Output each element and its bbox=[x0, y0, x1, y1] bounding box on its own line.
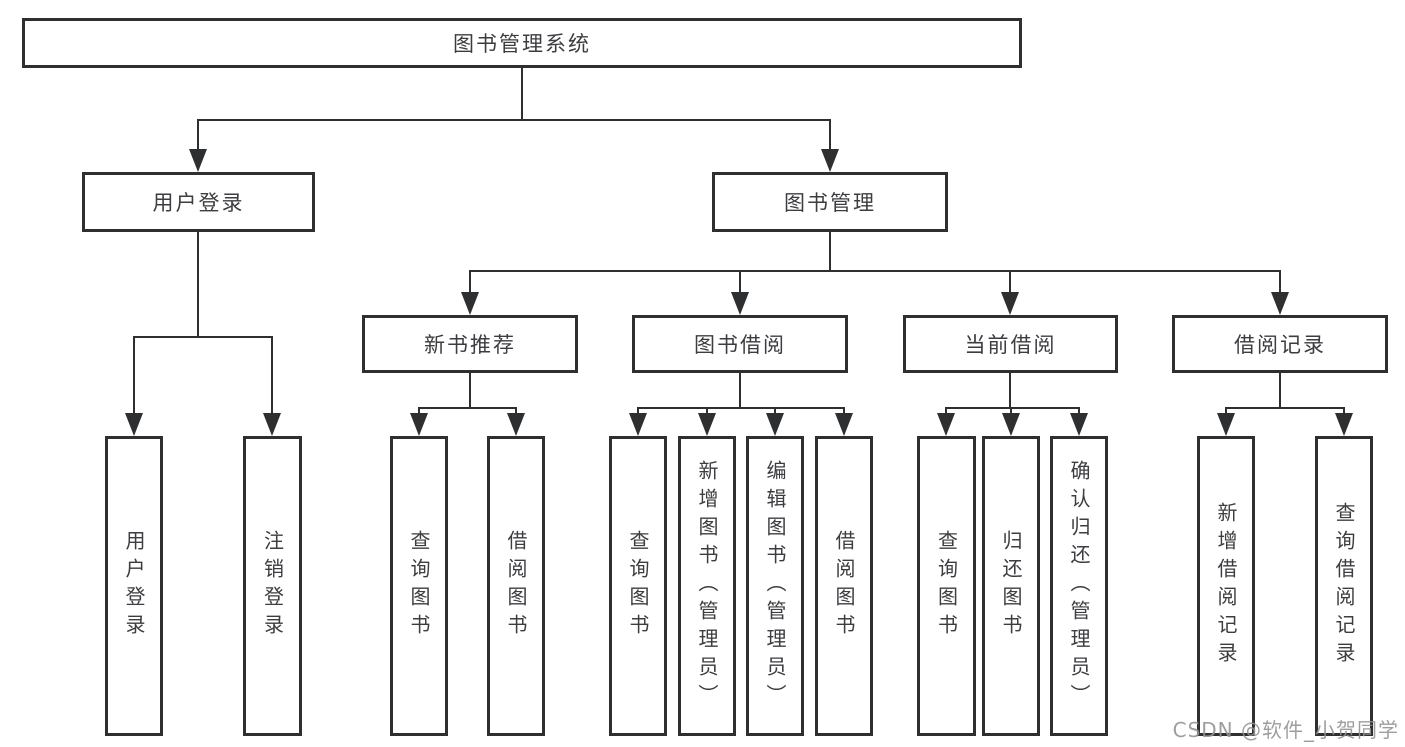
arrow-to-book-borrow bbox=[731, 292, 749, 315]
connector-stem-leaf bbox=[1010, 407, 1012, 415]
connector-borrow-records-stem bbox=[1279, 373, 1281, 409]
arrow-to-leaf bbox=[410, 413, 428, 436]
connector-stem-leaf bbox=[1343, 407, 1345, 415]
connector-stem-leaf bbox=[637, 407, 639, 415]
node-borrowing-records: 借阅记录 bbox=[1172, 315, 1388, 373]
connector-stem-leaf-login bbox=[133, 336, 135, 415]
connector-stem-user-login bbox=[197, 119, 199, 151]
connector-stem-book-borrow bbox=[739, 270, 741, 294]
arrow-to-leaf bbox=[1217, 413, 1235, 436]
leaf-query-books-recommend: 查询图书 bbox=[390, 436, 448, 736]
leaf-borrow-books: 借阅图书 bbox=[815, 436, 873, 736]
connector-book-management-stem bbox=[829, 232, 831, 272]
connector-stem-current-borrow bbox=[1009, 270, 1011, 294]
arrow-to-leaf bbox=[1335, 413, 1353, 436]
arrow-to-book-management bbox=[821, 149, 839, 172]
connector-book-borrow-stem bbox=[739, 373, 741, 409]
connector-stem-leaf bbox=[418, 407, 420, 415]
node-current-borrowing: 当前借阅 bbox=[903, 315, 1118, 373]
connector-root-horizontal bbox=[197, 119, 831, 121]
node-book-management: 图书管理 bbox=[712, 172, 948, 232]
connector-stem-new-book bbox=[469, 270, 471, 294]
connector-current-borrow-horizontal bbox=[945, 407, 1080, 409]
connector-current-borrow-stem bbox=[1009, 373, 1011, 409]
node-library-management-system: 图书管理系统 bbox=[22, 18, 1022, 68]
connector-stem-leaf-logout bbox=[271, 336, 273, 415]
connector-stem-leaf bbox=[774, 407, 776, 415]
connector-new-book-stem bbox=[469, 373, 471, 409]
arrow-to-leaf-login bbox=[125, 413, 143, 436]
leaf-add-books-admin: 新增图书（管理员） bbox=[678, 436, 736, 736]
leaf-query-borrow-record: 查询借阅记录 bbox=[1315, 436, 1373, 736]
leaf-edit-books-admin: 编辑图书（管理员） bbox=[746, 436, 804, 736]
connector-stem-borrow-records bbox=[1279, 270, 1281, 294]
arrow-to-new-book bbox=[461, 292, 479, 315]
arrow-to-leaf bbox=[937, 413, 955, 436]
arrow-to-leaf-logout bbox=[263, 413, 281, 436]
leaf-user-login: 用户登录 bbox=[105, 436, 163, 736]
arrow-to-leaf bbox=[766, 413, 784, 436]
connector-user-login-stem bbox=[197, 232, 199, 338]
connector-stem-leaf bbox=[1078, 407, 1080, 415]
connector-new-book-horizontal bbox=[418, 407, 517, 409]
connector-user-login-horizontal bbox=[133, 336, 273, 338]
connector-stem-book-management bbox=[829, 119, 831, 151]
connector-stem-leaf bbox=[515, 407, 517, 415]
connector-stem-leaf bbox=[945, 407, 947, 415]
arrow-to-current-borrow bbox=[1001, 292, 1019, 315]
connector-stem-leaf bbox=[843, 407, 845, 415]
connector-stem-leaf bbox=[1225, 407, 1227, 415]
node-book-borrowing: 图书借阅 bbox=[632, 315, 848, 373]
node-user-login: 用户登录 bbox=[82, 172, 315, 232]
connector-stem-leaf bbox=[706, 407, 708, 415]
arrow-to-leaf bbox=[1002, 413, 1020, 436]
leaf-confirm-return-admin: 确认归还（管理员） bbox=[1050, 436, 1108, 736]
connector-book-borrow-horizontal bbox=[637, 407, 844, 409]
arrow-to-leaf bbox=[1070, 413, 1088, 436]
csdn-watermark: CSDN @软件_小贺同学 bbox=[1172, 718, 1399, 742]
arrow-to-borrow-records bbox=[1271, 292, 1289, 315]
connector-borrow-records-horizontal bbox=[1225, 407, 1345, 409]
arrow-to-leaf bbox=[698, 413, 716, 436]
leaf-query-books-borrowing: 查询图书 bbox=[609, 436, 667, 736]
arrow-to-user-login bbox=[189, 149, 207, 172]
arrow-to-leaf bbox=[835, 413, 853, 436]
leaf-return-books: 归还图书 bbox=[982, 436, 1040, 736]
arrow-to-leaf bbox=[507, 413, 525, 436]
node-new-book-recommendation: 新书推荐 bbox=[362, 315, 578, 373]
arrow-to-leaf bbox=[629, 413, 647, 436]
connector-book-management-horizontal bbox=[469, 270, 1281, 272]
leaf-borrow-books-recommend: 借阅图书 bbox=[487, 436, 545, 736]
connector-root-stem bbox=[521, 68, 523, 121]
leaf-logout: 注销登录 bbox=[243, 436, 302, 736]
leaf-query-books-current: 查询图书 bbox=[917, 436, 976, 736]
leaf-add-borrow-record: 新增借阅记录 bbox=[1197, 436, 1255, 736]
